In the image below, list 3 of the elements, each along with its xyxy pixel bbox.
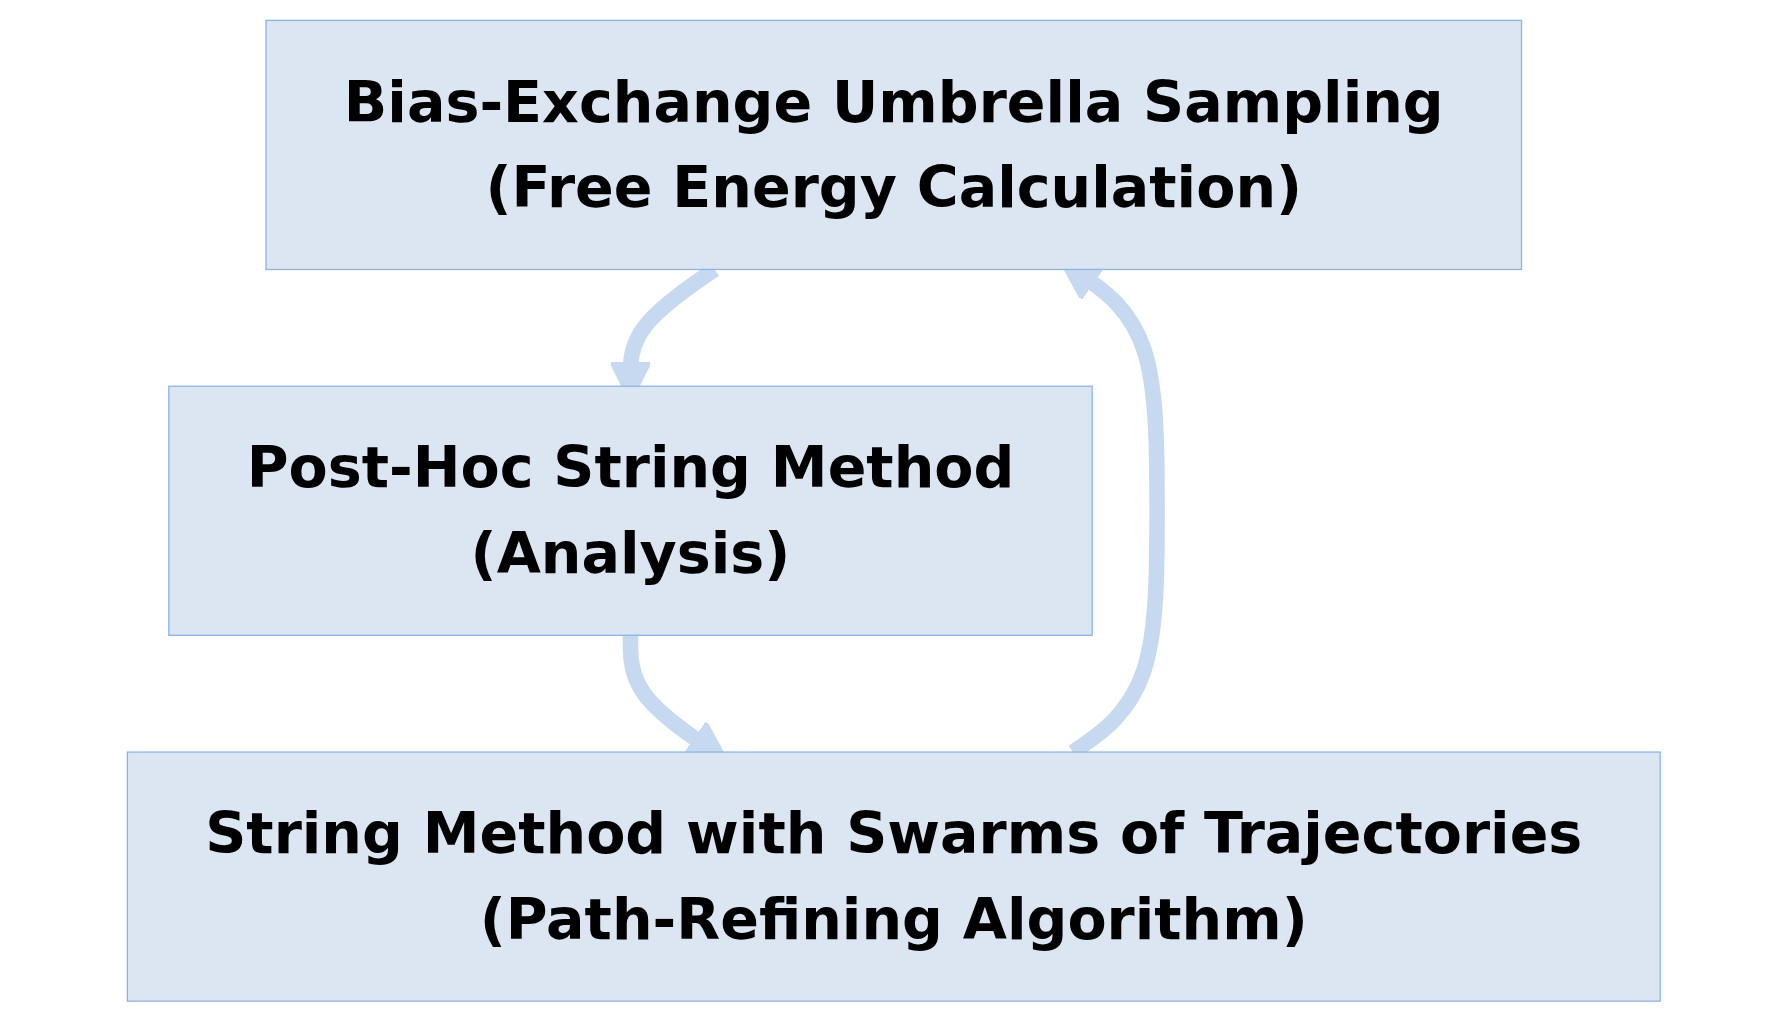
node-box: Bias-Exchange Umbrella Sampling (Free Energy Calculation) <box>265 19 1522 271</box>
node-box: String Method with Swarms of Trajectories (Path-Refining Algorithm) <box>126 751 1661 1003</box>
node-box: Post-Hoc String Method (Analysis) <box>167 385 1093 637</box>
